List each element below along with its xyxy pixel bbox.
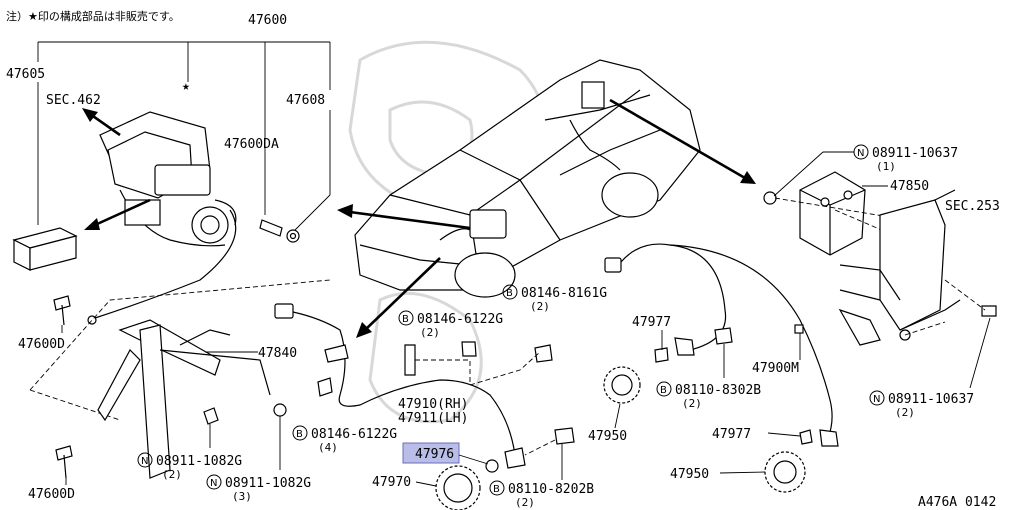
abs-actuator-group — [12, 41, 331, 325]
circle-b-icon: B — [660, 385, 667, 396]
circle-n-icon: N — [210, 478, 217, 489]
label-47977-b: 47977 — [712, 427, 751, 442]
qty-08911-10637-bottom: (2) — [895, 406, 915, 419]
label-47605: 47605 — [6, 67, 45, 82]
circle-n-icon: N — [141, 456, 148, 467]
label-47977-a: 47977 — [632, 315, 671, 330]
highlight-47976 — [402, 442, 460, 464]
label-08146-6122G-2: 08146-6122G — [417, 312, 503, 327]
arrow-sec462 — [89, 112, 121, 137]
qty-08911-1082G-2: (2) — [162, 468, 182, 481]
label-47950-b: 47950 — [670, 467, 709, 482]
note-text: 注）★印の構成部品は非販売です。 — [6, 9, 180, 23]
circle-n-icon: N — [857, 148, 864, 159]
label-47970: 47970 — [372, 475, 411, 490]
label-47600DA: 47600DA — [224, 137, 279, 152]
label-08110-8202B: 08110-8202B — [508, 482, 594, 497]
label-08146-6122G-4: 08146-6122G — [311, 427, 397, 442]
label-47850: 47850 — [890, 179, 929, 194]
label-sec253: SEC.253 — [945, 199, 1000, 214]
qty-08911-10637-top: (1) — [876, 160, 896, 173]
control-unit-group — [763, 171, 997, 346]
circle-b-icon: B — [402, 314, 409, 325]
qty-08146-8161G: (2) — [530, 300, 550, 313]
arrow-to-control-unit — [609, 98, 746, 180]
qty-08146-6122G-4: (4) — [318, 441, 338, 454]
circle-n-icon: N — [873, 394, 880, 405]
label-47911-lh: 47911(LH) — [398, 411, 468, 426]
label-47900M: 47900M — [752, 361, 799, 376]
label-47600D-lower: 47600D — [28, 487, 75, 502]
circle-b-icon: B — [296, 429, 303, 440]
sensor-rotor-47950-b — [764, 451, 806, 493]
qty-08110-8202B: (2) — [515, 496, 535, 509]
label-47976: 47976 — [415, 447, 454, 462]
qty-08146-6122G-2: (2) — [420, 326, 440, 339]
circle-b-icon: B — [506, 288, 513, 299]
arrow-47605 — [94, 198, 151, 227]
arrow-to-sensor — [364, 257, 441, 331]
rear-sensor-group — [604, 243, 839, 447]
label-08110-8302B: 08110-8302B — [675, 383, 761, 398]
label-47950-a: 47950 — [588, 429, 627, 444]
label-47608: 47608 — [286, 93, 325, 108]
sensor-rotor-47970 — [435, 465, 481, 510]
label-08911-1082G-3: 08911-1082G — [225, 476, 311, 491]
sensor-rotor-47950-a — [603, 366, 641, 404]
label-08911-10637-bottom: 08911-10637 — [888, 392, 974, 407]
bracket-47840 — [29, 279, 331, 485]
circle-b-icon: B — [493, 484, 500, 495]
label-47840: 47840 — [258, 346, 297, 361]
arrow-to-actuator — [349, 210, 471, 230]
qty-08110-8302B: (2) — [682, 397, 702, 410]
star-marker: ★ — [182, 79, 190, 94]
label-sec462: SEC.462 — [46, 93, 101, 108]
label-08911-10637-top: 08911-10637 — [872, 146, 958, 161]
label-08911-1082G-2: 08911-1082G — [156, 454, 242, 469]
label-08146-8161G: 08146-8161G — [521, 286, 607, 301]
qty-08911-1082G-3: (3) — [232, 490, 252, 503]
label-47600D-upper: 47600D — [18, 337, 65, 352]
car-illustration — [354, 59, 701, 298]
drawing-code: A476A 0142 — [918, 495, 996, 510]
label-47600: 47600 — [248, 13, 287, 28]
label-47910-rh: 47910(RH) — [398, 397, 468, 412]
front-sensor-group — [274, 303, 575, 480]
